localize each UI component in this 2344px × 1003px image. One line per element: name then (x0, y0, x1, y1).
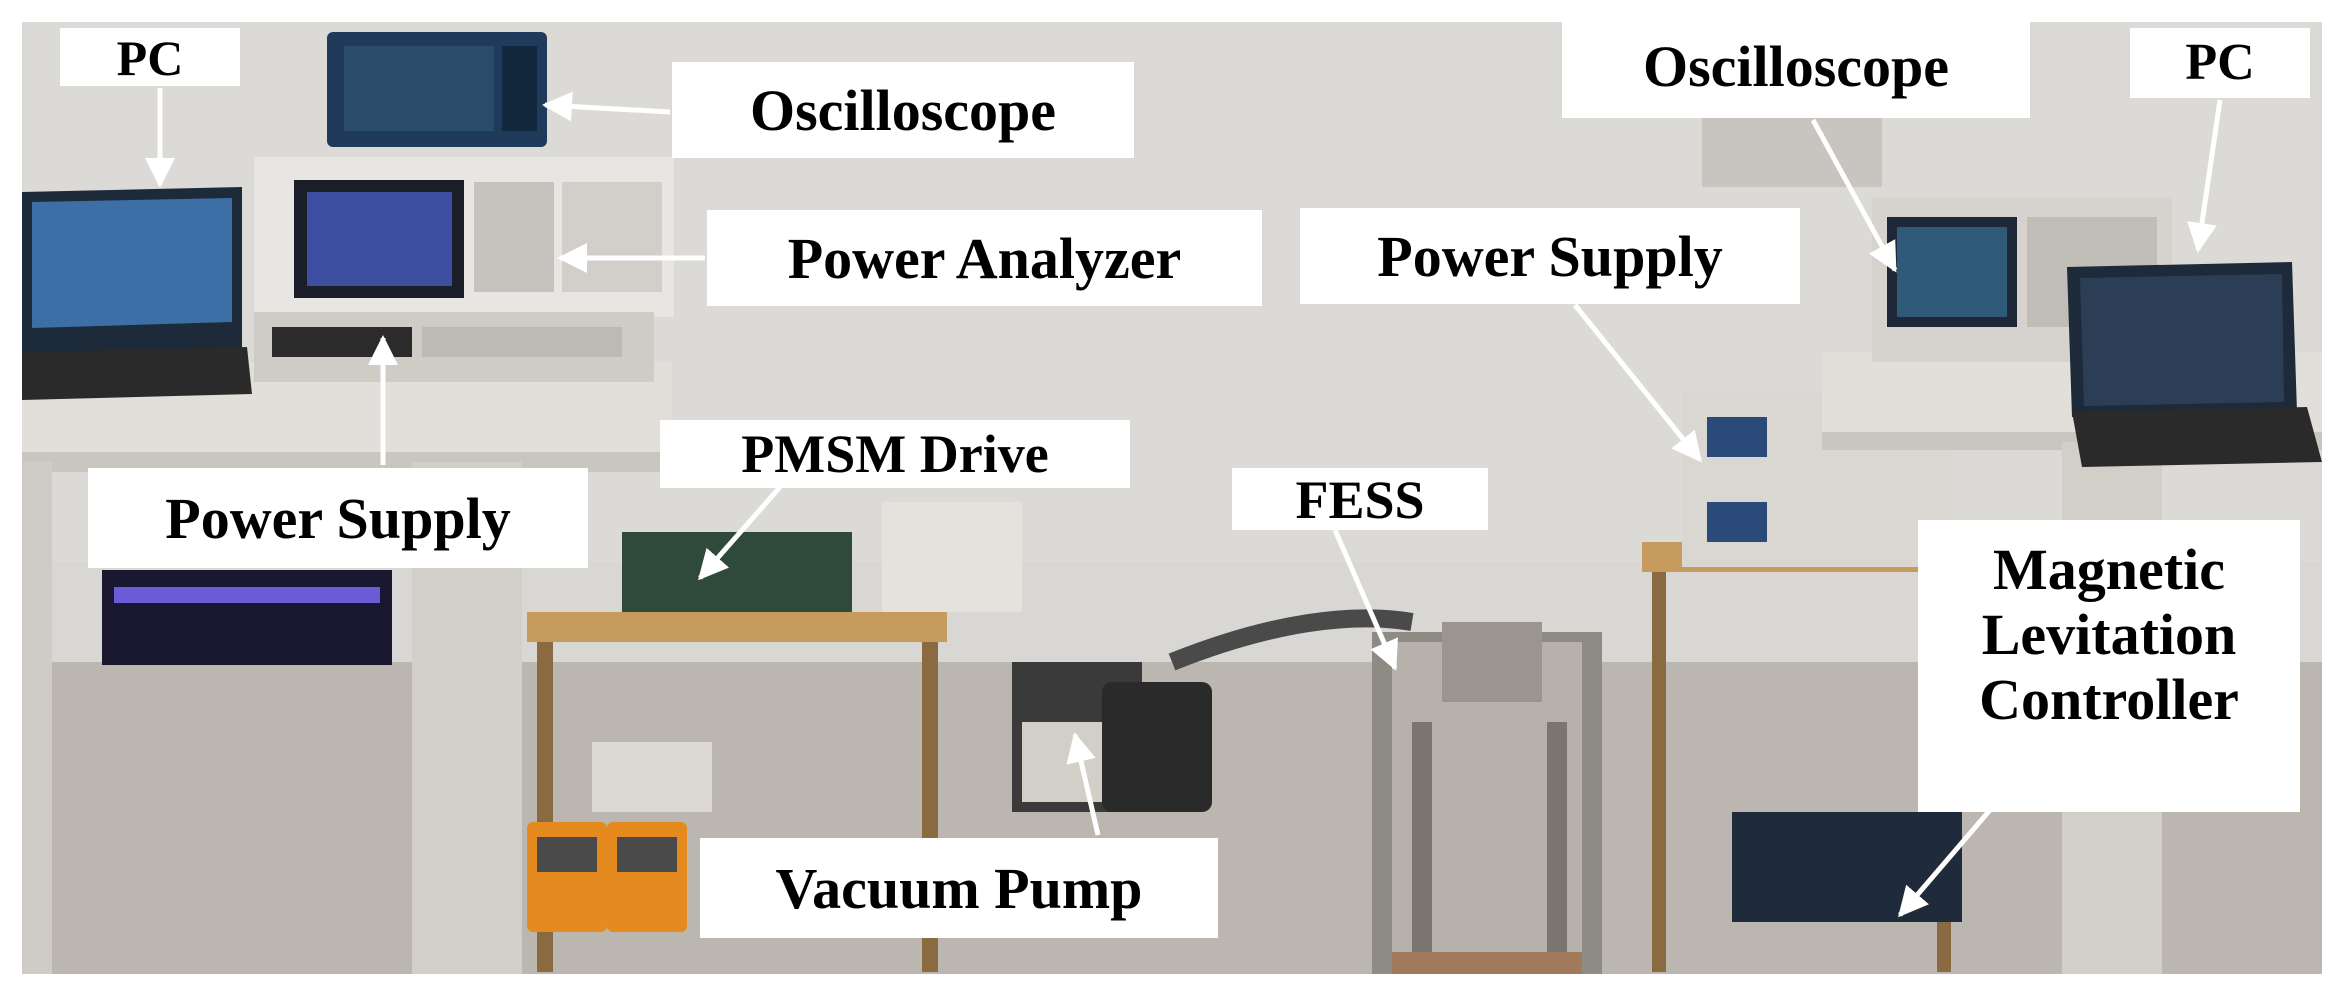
label-fess: FESS (1232, 468, 1488, 530)
left-cart (527, 502, 1022, 972)
label-oscilloscope-right: Oscilloscope (1562, 22, 2030, 118)
right-laptop (2067, 262, 2322, 467)
label-magnetic-levitation-controller: Magnetic Levitation Controller (1918, 520, 2300, 812)
multimeters (527, 742, 712, 932)
label-oscilloscope-left: Oscilloscope (672, 62, 1134, 158)
left-laptop (22, 187, 252, 400)
label-vacuum-pump: Vacuum Pump (700, 838, 1218, 938)
label-power-supply-left: Power Supply (88, 468, 588, 568)
left-power-supply-unit (254, 312, 654, 382)
left-oscilloscope (327, 32, 547, 147)
label-pmsm-drive: PMSM Drive (660, 420, 1130, 488)
label-power-analyzer: Power Analyzer (707, 210, 1262, 306)
fess-unit (1168, 609, 1602, 974)
label-pc-left: PC (60, 28, 240, 86)
left-power-analyzer (254, 157, 674, 317)
label-power-supply-right: Power Supply (1300, 208, 1800, 304)
label-pc-right: PC (2130, 28, 2310, 98)
vacuum-pump-unit (1012, 662, 1212, 812)
